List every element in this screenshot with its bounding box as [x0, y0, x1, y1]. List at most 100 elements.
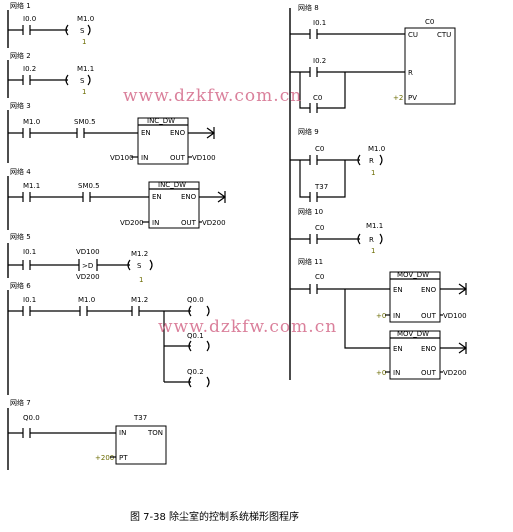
- coil-count: 1: [82, 38, 86, 46]
- pin-out: OUT: [421, 369, 437, 377]
- coil-count: 1: [82, 88, 86, 96]
- mov-dw-box: [389, 271, 441, 323]
- in-value: VD200: [120, 219, 144, 227]
- box-title: MOV_DW: [397, 271, 429, 279]
- contact-no: [290, 284, 390, 294]
- coil-label: M1.1: [366, 222, 383, 230]
- mov-dw-box: [389, 330, 441, 380]
- box-title: MOV_DW: [397, 330, 429, 338]
- pin-eno: ENO: [170, 129, 186, 137]
- network-label: 网络 1: [10, 1, 31, 10]
- pin-eno: ENO: [421, 345, 437, 353]
- contact-series: [8, 192, 149, 202]
- network-label: 网络 7: [10, 398, 31, 407]
- contact-no: [8, 428, 116, 438]
- pin-eno: ENO: [421, 286, 437, 294]
- coil-label: Q0.0: [187, 296, 204, 304]
- contact-label: I0.1: [23, 296, 36, 304]
- contact-label: M1.2: [131, 296, 148, 304]
- coil-label: M1.2: [131, 250, 148, 258]
- coil: [188, 376, 210, 388]
- network-label: 网络 4: [10, 167, 31, 176]
- coil: [357, 233, 383, 245]
- contact-label: T37: [314, 183, 328, 191]
- coil-count: 1: [371, 169, 375, 177]
- pin-ton: TON: [147, 429, 163, 437]
- in-value: VD100: [110, 154, 134, 162]
- pin-in: IN: [152, 219, 159, 227]
- contact-label: C0: [313, 94, 322, 102]
- coil-label: M1.0: [77, 15, 94, 23]
- contact-label: I0.1: [23, 248, 36, 256]
- network-label: 网络 2: [10, 51, 31, 60]
- coil: [188, 340, 210, 352]
- network-label: 网络 9: [298, 127, 319, 136]
- coil-op: S: [80, 77, 85, 85]
- contact-label: C0: [315, 145, 324, 153]
- pt-value: +200: [95, 454, 114, 462]
- compare-op: >D: [82, 262, 93, 270]
- out-value: VD200: [202, 219, 226, 227]
- network-label: 网络 5: [10, 232, 31, 241]
- coil-count: 1: [371, 247, 375, 255]
- contact-label: M1.0: [23, 118, 40, 126]
- compare-contact: [8, 259, 130, 271]
- compare-bottom: VD200: [76, 273, 100, 281]
- eno-arrow: [440, 342, 468, 354]
- network-label: 网络 6: [10, 281, 31, 290]
- pin-out: OUT: [170, 154, 186, 162]
- in-value: +0: [376, 369, 386, 377]
- watermark: www.dzkfw.com.cn: [123, 86, 302, 106]
- parallel-branch: [344, 289, 390, 349]
- coil-op: R: [369, 236, 374, 244]
- contact-label: SM0.5: [74, 118, 96, 126]
- contact-label: SM0.5: [78, 182, 100, 190]
- contact-label: I0.0: [23, 15, 36, 23]
- box-title: INC_DW: [147, 117, 175, 125]
- contact-label: C0: [315, 273, 324, 281]
- parallel-branch: [299, 160, 346, 202]
- contact-series: [8, 306, 191, 316]
- box-title: INC_DW: [158, 181, 186, 189]
- network-label: 网络 3: [10, 101, 31, 110]
- inc-dw-box: [137, 117, 189, 165]
- compare-top: VD100: [76, 248, 100, 256]
- pin-eno: ENO: [181, 193, 197, 201]
- contact-label: I0.2: [313, 57, 326, 65]
- timer-label: T37: [133, 414, 147, 422]
- coil: [65, 24, 91, 36]
- pin-ctu: CTU: [437, 31, 451, 39]
- inc-dw-box: [148, 181, 200, 229]
- network-label: 网络 10: [298, 207, 323, 216]
- pin-en: EN: [152, 193, 162, 201]
- out-value: VD100: [192, 154, 216, 162]
- contact-no: [290, 29, 405, 39]
- watermark: www.dzkfw.com.cn: [158, 317, 337, 337]
- output-branch: [163, 311, 191, 383]
- coil-label: M1.0: [368, 145, 385, 153]
- parallel-branch: [299, 72, 346, 113]
- contact-series: [8, 128, 138, 138]
- contact-label: I0.1: [313, 19, 326, 27]
- pin-in: IN: [393, 369, 400, 377]
- contact-no: [290, 234, 360, 244]
- pin-in: IN: [141, 154, 148, 162]
- coil-op: R: [369, 157, 374, 165]
- counter-label: C0: [425, 18, 434, 26]
- out-value: VD200: [443, 369, 467, 377]
- contact-label: I0.2: [23, 65, 36, 73]
- coil: [357, 154, 383, 166]
- contact-label: C0: [315, 224, 324, 232]
- pv-value: +2: [393, 94, 403, 102]
- coil-label: M1.1: [77, 65, 94, 73]
- network-label: 网络 8: [298, 3, 319, 12]
- coil-count: 1: [139, 276, 143, 284]
- pin-r: R: [408, 69, 413, 77]
- pin-en: EN: [141, 129, 151, 137]
- contact-no: [290, 67, 405, 77]
- coil: [188, 305, 210, 317]
- in-value: +0: [376, 312, 386, 320]
- eno-arrow: [199, 191, 227, 203]
- pin-in: IN: [393, 312, 400, 320]
